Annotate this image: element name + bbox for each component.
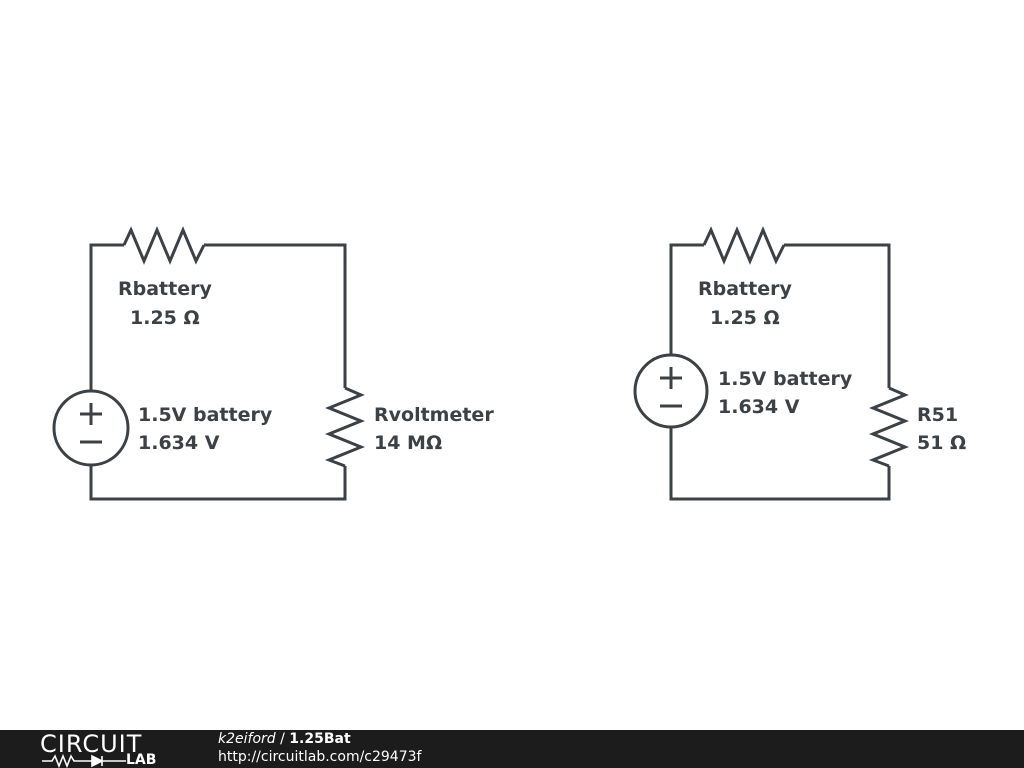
circuit2-battery-source [633,353,709,429]
circuit2-r51-resistor [868,386,909,468]
circuit1-rbattery-name: Rbattery [118,278,212,300]
circuit1-battery-value: 1.634 V [138,432,220,454]
circuit1-wire [89,243,347,501]
circuit2-rbattery-resistor [702,226,786,265]
footer-bar: CIRCUIT LAB k2eiford / 1.25Bat http://ci… [0,730,1024,768]
footer-separator: / [275,731,290,747]
logo-resistor-diode-icon [42,754,126,768]
circuit2-load-value: 51 Ω [917,432,967,454]
circuit2-battery-name: 1.5V battery [718,368,853,390]
footer-username[interactable]: k2eiford [218,731,276,747]
circuit1-load-name: Rvoltmeter [374,404,494,426]
circuit1-rvoltmeter-resistor [324,386,365,468]
footer-url-link[interactable]: http://circuitlab.com/c29473f [218,749,422,765]
circuit1-rbattery-resistor [122,226,206,265]
circuit1-rbattery-value: 1.25 Ω [130,307,200,329]
footer-credit: k2eiford / 1.25Bat [218,731,351,748]
circuit2-rbattery-value: 1.25 Ω [710,307,780,329]
circuit2-load-name: R51 [917,404,959,426]
circuit1-load-value: 14 MΩ [374,432,443,454]
circuit1-battery-source [52,389,130,467]
footer-circuit-title[interactable]: 1.25Bat [289,731,351,747]
logo-sub-wordmark: LAB [126,752,157,768]
circuit2-rbattery-name: Rbattery [698,278,792,300]
circuitlab-logo[interactable]: CIRCUIT LAB [40,732,180,768]
circuit2-wire [669,243,891,501]
schematic-canvas [52,226,909,501]
circuit2-battery-plus-icon [660,367,682,389]
circuit1-battery-plus-icon [80,403,102,425]
circuit2-battery-value: 1.634 V [718,396,800,418]
logo-wordmark: CIRCUIT [40,730,143,758]
circuit1-battery-name: 1.5V battery [138,404,273,426]
